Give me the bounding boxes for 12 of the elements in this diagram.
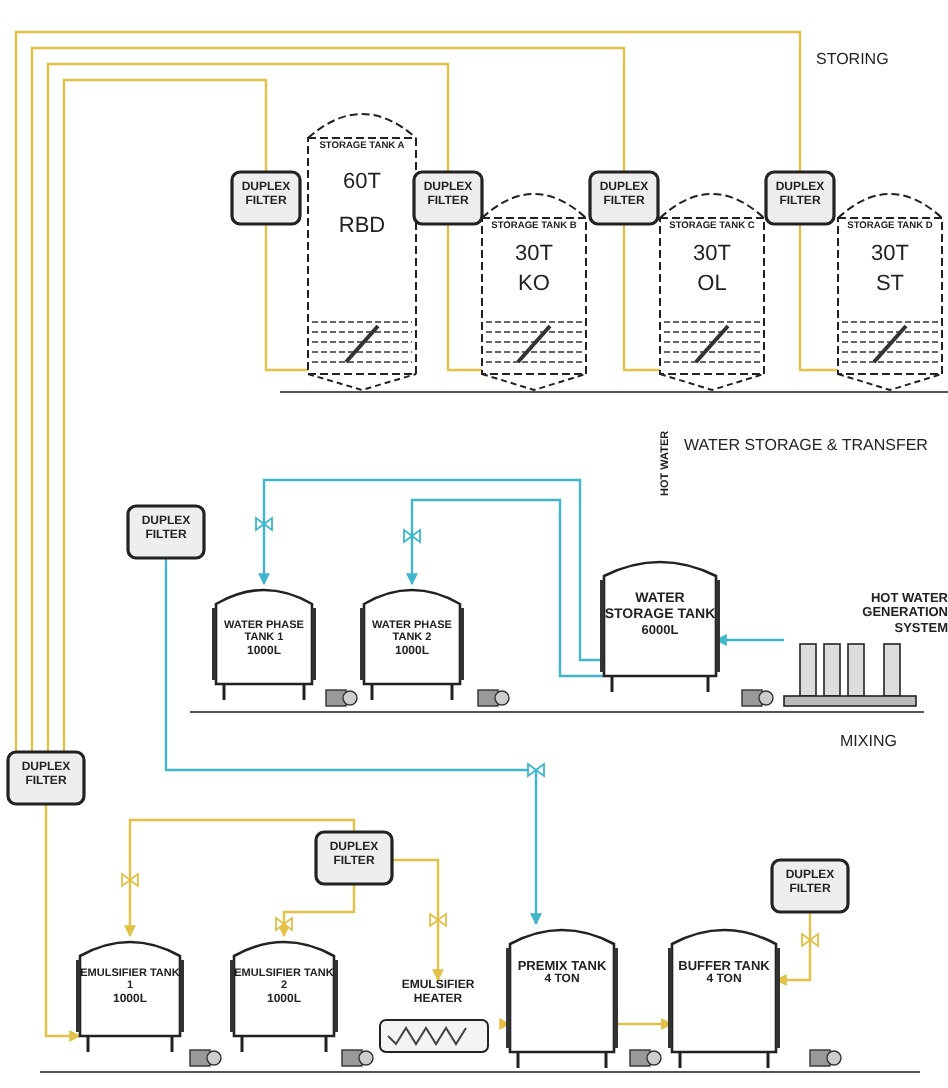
- section-title: STORING: [816, 50, 889, 68]
- pipe-line: [714, 634, 784, 646]
- section-title: MIXING: [840, 732, 897, 750]
- pipe-line: [14, 30, 802, 756]
- pipe-line: [124, 818, 356, 938]
- pipe-line: [406, 498, 604, 678]
- pipe-line: [46, 62, 450, 756]
- pipe-line: [62, 78, 268, 756]
- pipe-line: [614, 1018, 674, 1030]
- pipe-line: [30, 46, 626, 756]
- hot-water-generator: [784, 592, 944, 708]
- section-title: WATER STORAGE & TRANSFER: [684, 436, 928, 454]
